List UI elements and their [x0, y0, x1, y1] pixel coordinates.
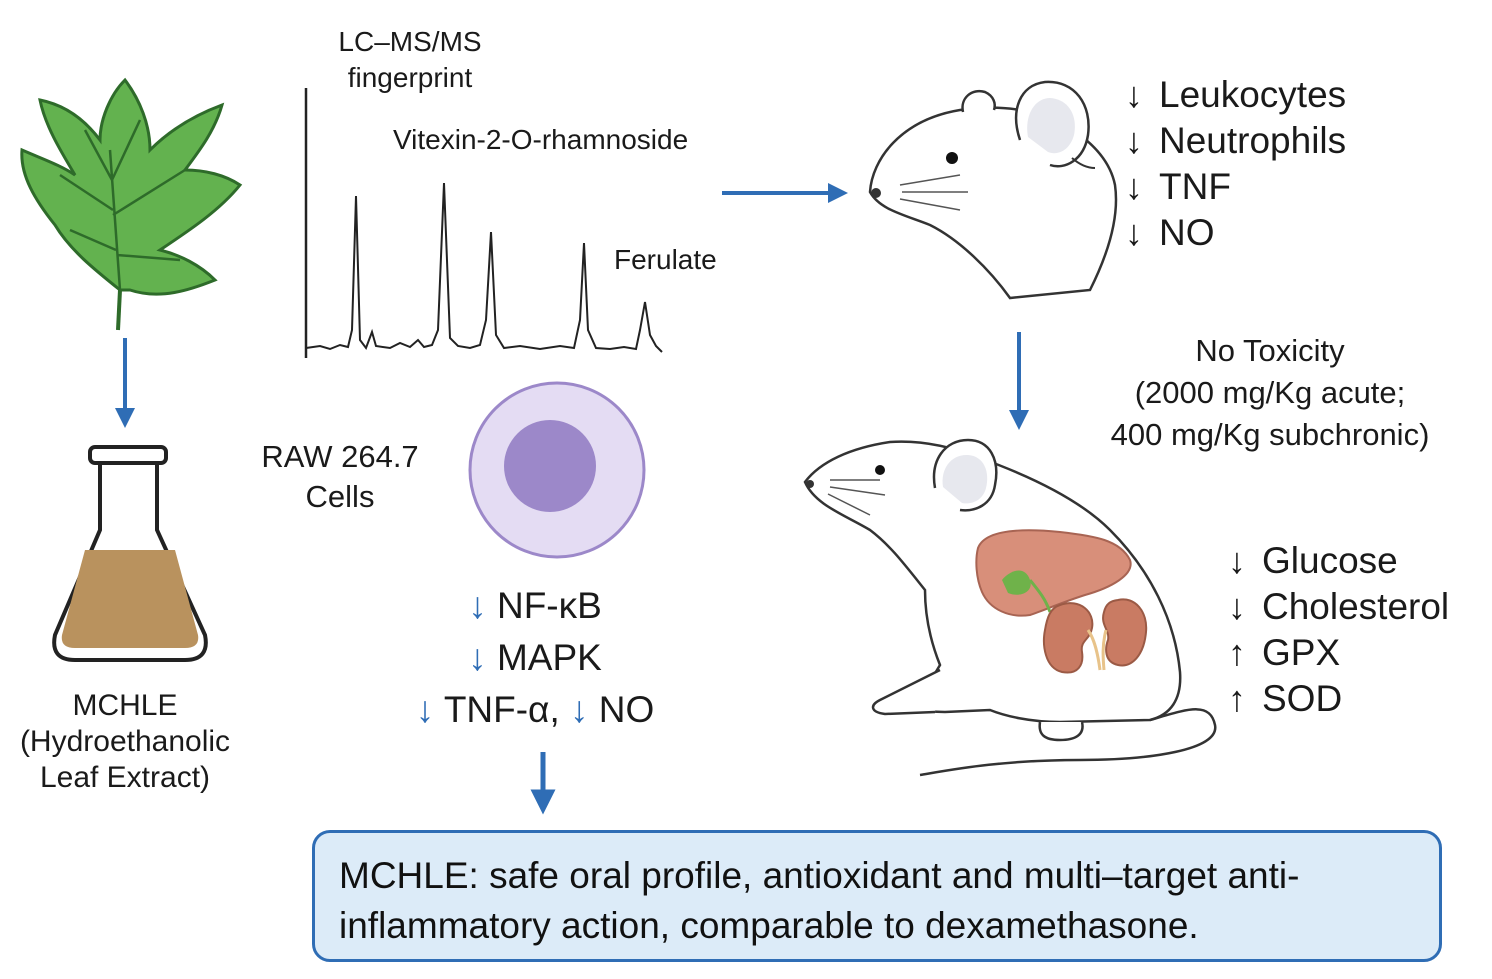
extract-label: MCHLE (Hydroethanolic Leaf Extract) [0, 688, 250, 796]
chromatogram-title: LC–MS/MS fingerprint [310, 24, 510, 96]
up-arrow-icon: ↑ [1228, 678, 1246, 719]
marker-row: ↓TNF [1125, 164, 1346, 210]
down-arrow-icon: ↓ [1228, 586, 1246, 627]
marker-row: ↓Leukocytes [1125, 72, 1346, 118]
chromatogram [304, 88, 663, 358]
down-arrow-icon: ↓ [468, 637, 487, 678]
marker-row: ↓Cholesterol [1228, 584, 1449, 630]
chromatogram-title-line2: fingerprint [347, 62, 473, 93]
effect-nfkb: ↓ NF-κB [468, 585, 602, 626]
marker-row: ↓NO [1125, 210, 1346, 256]
effect-mapk: ↓ MAPK [468, 637, 602, 678]
marker-row: ↑SOD [1228, 676, 1449, 722]
cells-label: RAW 264.7 Cells [235, 437, 445, 517]
toxicity-line2: (2000 mg/Kg acute; [1134, 375, 1406, 410]
down-arrow-icon: ↓ [468, 585, 487, 626]
cells-label-line1: RAW 264.7 [261, 439, 419, 474]
toxicity-line3: 400 mg/Kg subchronic) [1110, 417, 1430, 452]
kidney-icon [1043, 598, 1148, 674]
metabolic-markers: ↓Glucose ↓Cholesterol ↑GPX ↑SOD [1228, 538, 1449, 722]
toxicity-line1: No Toxicity [1195, 333, 1345, 368]
down-arrow-icon: ↓ [1228, 540, 1246, 581]
up-arrow-icon: ↑ [1228, 632, 1246, 673]
extract-label-line1: MCHLE [72, 689, 178, 722]
marker-row: ↓Glucose [1228, 538, 1449, 584]
leaf-icon [20, 77, 243, 331]
extract-label-line3: Leaf Extract) [39, 761, 211, 794]
down-arrow-icon: ↓ [415, 689, 435, 730]
inflammation-markers: ↓Leukocytes ↓Neutrophils ↓TNF ↓NO [1125, 72, 1346, 256]
chromatogram-title-line1: LC–MS/MS [338, 26, 482, 57]
down-arrow-icon: ↓ [570, 689, 589, 730]
marker-row: ↑GPX [1228, 630, 1449, 676]
marker-row: ↓Neutrophils [1125, 118, 1346, 164]
down-arrow-icon: ↓ [1125, 212, 1143, 253]
summary-box: MCHLE: safe oral profile, antioxidant an… [312, 830, 1442, 962]
peak-label-ferulate: Ferulate [614, 244, 717, 275]
cell-icon [468, 381, 646, 559]
toxicity-note: No Toxicity (2000 mg/Kg acute; 400 mg/Kg… [1060, 330, 1480, 456]
peak-label-vitexin: Vitexin-2-O-rhamnoside [393, 124, 689, 155]
down-arrow-icon: ↓ [1125, 120, 1143, 161]
chromatogram-trace [305, 182, 663, 353]
flask-icon [52, 445, 208, 662]
liver-icon [975, 529, 1132, 617]
extract-label-line2: (Hydroethanolic [19, 725, 231, 758]
down-arrow-icon: ↓ [1125, 166, 1143, 207]
down-arrow-icon: ↓ [1125, 74, 1143, 115]
cells-label-line2: Cells [305, 479, 375, 514]
cell-effects: ↓ NF-κB ↓ MAPK ↓ TNF-α, ↓ NO [395, 580, 675, 736]
effect-tnf-no: ↓ TNF-α, ↓ NO [415, 689, 655, 730]
mouse-head-icon [868, 80, 1118, 300]
summary-text: MCHLE: safe oral profile, antioxidant an… [339, 855, 1300, 946]
